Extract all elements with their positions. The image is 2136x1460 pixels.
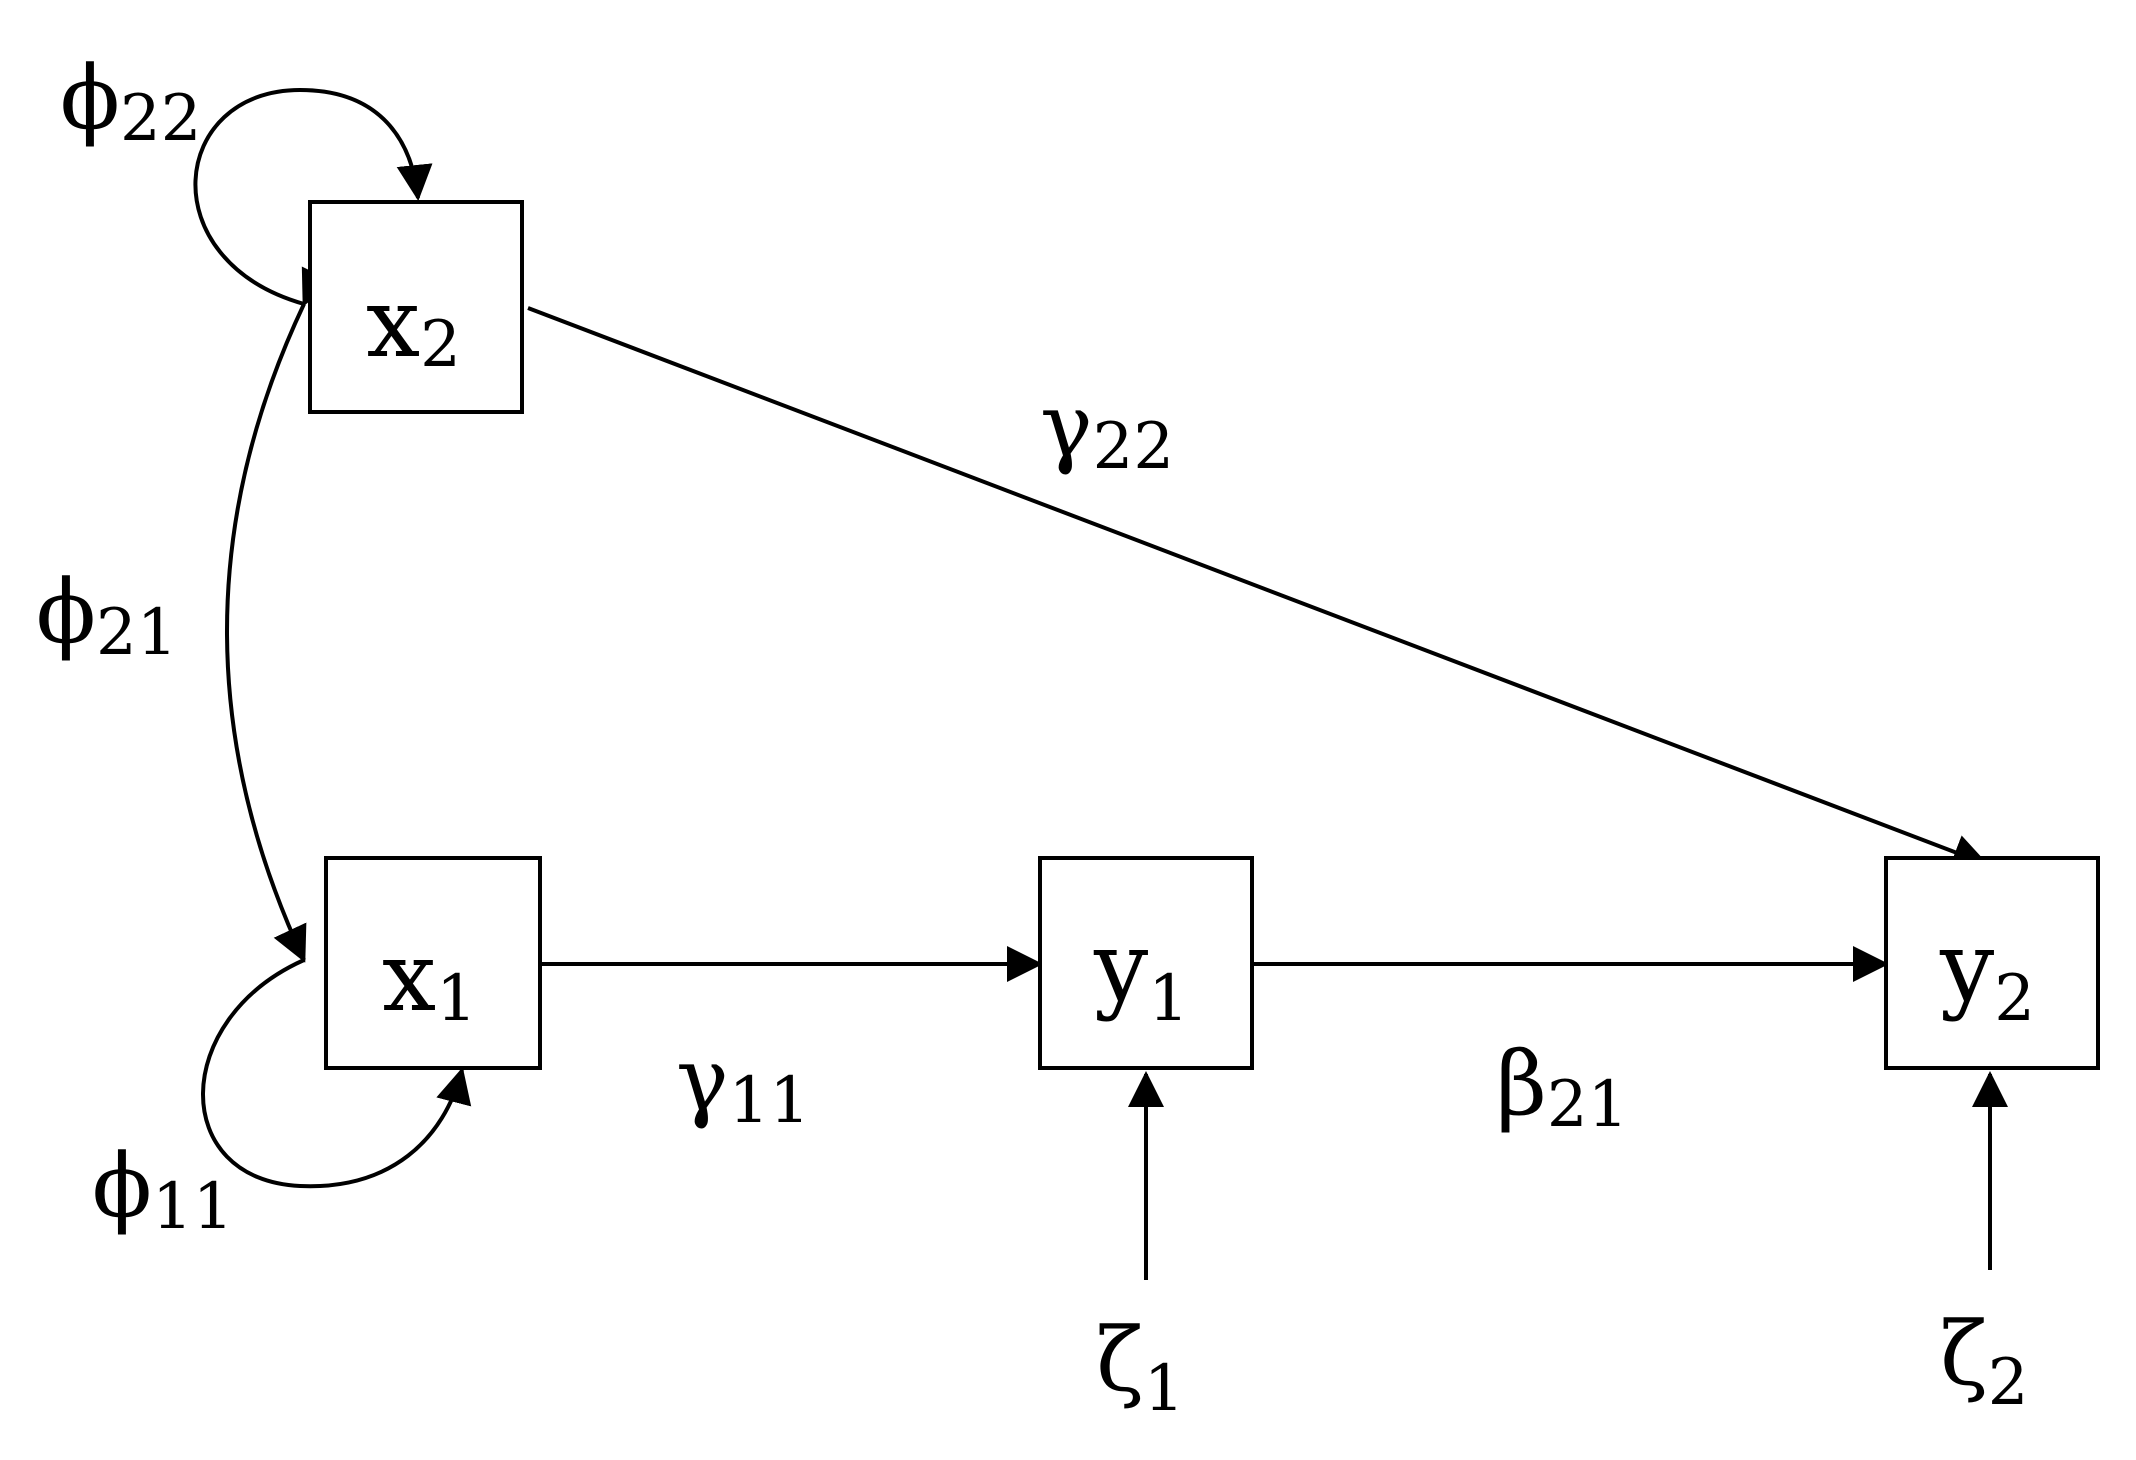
param-beta21-sub: 21 <box>1547 1068 1628 1142</box>
node-x1-label: x1 <box>382 921 477 1036</box>
param-gamma11: γ11 <box>676 1028 810 1138</box>
param-phi22: ϕ22 <box>60 46 201 156</box>
node-x1-sub: 1 <box>436 962 477 1036</box>
param-phi11: ϕ11 <box>92 1134 233 1244</box>
node-x1-box <box>324 856 542 1070</box>
param-zeta2: ζ2 <box>1940 1302 2028 1420</box>
param-zeta1-symbol: ζ <box>1096 1308 1144 1411</box>
param-beta21-symbol: β <box>1496 1032 1547 1135</box>
param-zeta1-sub: 1 <box>1144 1352 1185 1426</box>
edge-covariance-x1-x2 <box>225 266 335 963</box>
param-zeta2-sub: 2 <box>1988 1346 2029 1420</box>
edge-variance-x2 <box>193 87 433 306</box>
node-y2-box <box>1884 856 2100 1070</box>
param-beta21: β21 <box>1496 1032 1628 1142</box>
node-y1-symbol: y <box>1093 911 1148 1023</box>
node-y2-sub: 2 <box>1994 962 2035 1036</box>
node-x2-box <box>308 200 524 414</box>
param-phi21-sub: 21 <box>96 596 177 670</box>
param-phi11-sub: 11 <box>152 1170 233 1244</box>
param-gamma11-symbol: γ <box>676 1028 729 1131</box>
param-zeta2-symbol: ζ <box>1940 1302 1988 1405</box>
param-gamma22: γ22 <box>1040 374 1174 484</box>
param-phi22-sub: 22 <box>120 82 201 156</box>
param-gamma22-sub: 22 <box>1093 410 1174 484</box>
edge-x2-to-y2 <box>527 306 1989 870</box>
node-y2-symbol: y <box>1939 911 1994 1023</box>
param-phi11-symbol: ϕ <box>92 1134 152 1237</box>
node-y1-box <box>1038 856 1254 1070</box>
param-gamma11-sub: 11 <box>729 1064 810 1138</box>
node-x2-symbol: x <box>366 267 420 379</box>
node-y1-label: y1 <box>1093 911 1189 1036</box>
node-x2-label: x2 <box>366 267 461 382</box>
param-phi21-symbol: ϕ <box>36 560 96 663</box>
node-y1-sub: 1 <box>1148 962 1189 1036</box>
param-phi21: ϕ21 <box>36 560 177 670</box>
node-y2-label: y2 <box>1939 911 2035 1036</box>
param-gamma22-symbol: γ <box>1040 374 1093 477</box>
param-zeta1: ζ1 <box>1096 1308 1184 1426</box>
node-x2-sub: 2 <box>420 308 461 382</box>
node-x1-symbol: x <box>382 921 436 1033</box>
edge-variance-x1 <box>201 958 472 1189</box>
param-phi22-symbol: ϕ <box>60 46 120 149</box>
